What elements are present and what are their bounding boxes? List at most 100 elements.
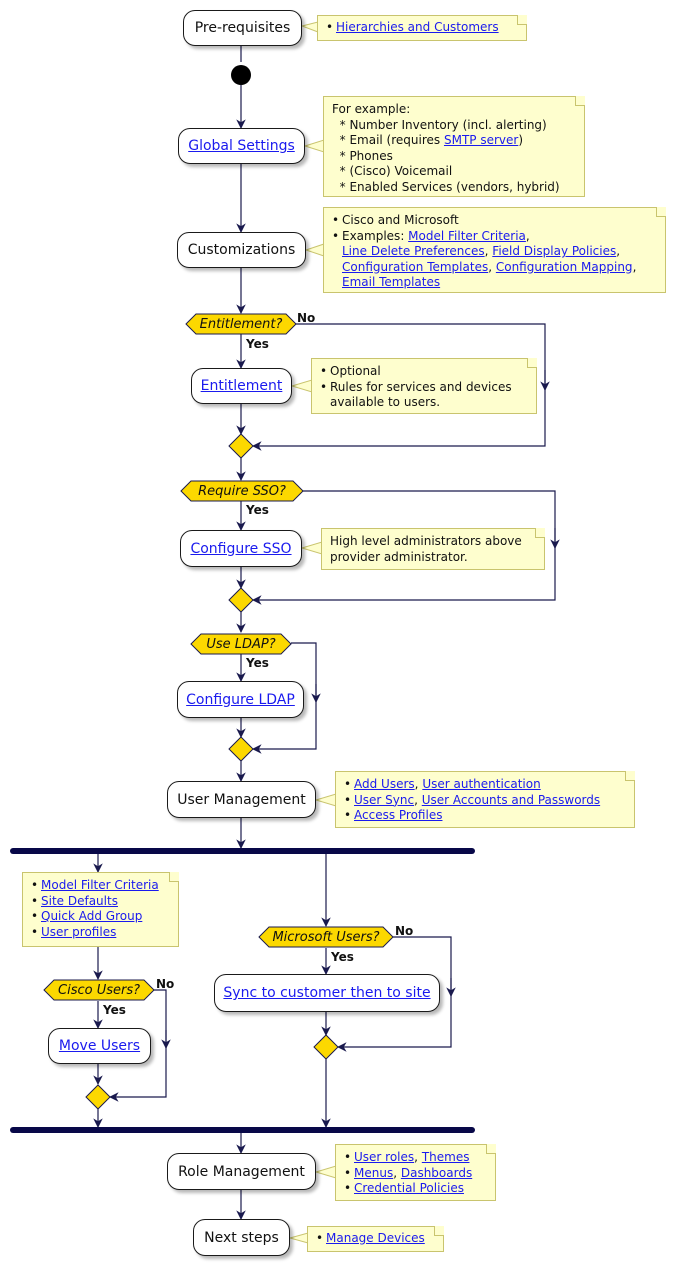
note-tail-prereq — [300, 21, 319, 33]
note-global-fold — [575, 96, 585, 106]
note-role-sep1: , — [414, 1150, 418, 1164]
decision-cisco-users: Cisco Users? — [58, 982, 140, 998]
note-custom-sep4: , — [488, 259, 493, 274]
left-model-filter-criteria-link[interactable]: Model Filter Criteria — [41, 878, 159, 892]
label-no-entitlement: No — [297, 311, 316, 325]
note-global-line3b: ) — [518, 133, 523, 147]
entitlement-link[interactable]: Entitlement — [200, 378, 283, 394]
user-sync-link[interactable]: User Sync — [354, 792, 415, 807]
configuration-mapping-link[interactable]: Configuration Mapping — [495, 259, 633, 274]
decision-microsoft-shape — [258, 926, 394, 948]
note-usermgmt-fold — [625, 771, 635, 781]
themes-link[interactable]: Themes — [421, 1150, 470, 1164]
decision-sso-shape — [180, 480, 304, 502]
global-settings-link[interactable]: Global Settings — [188, 138, 295, 154]
note-custom-item1: Cisco and Microsoft — [332, 213, 655, 229]
activity-customizations-label: Customizations — [187, 242, 296, 258]
note-entitlement-item2: Rules for services and devicesavailable … — [320, 380, 526, 411]
fork-bar — [10, 848, 475, 854]
menus-link[interactable]: Menus — [354, 1165, 394, 1180]
note-entitlement-fold — [527, 358, 537, 368]
note-global-line1: For example: — [332, 102, 411, 116]
configure-sso-link[interactable]: Configure SSO — [190, 540, 292, 557]
decision-cisco-shape — [43, 979, 155, 1001]
note-customizations: Cisco and Microsoft Examples: Model Filt… — [323, 207, 666, 293]
user-accounts-passwords-link[interactable]: User Accounts and Passwords — [421, 792, 601, 807]
note-custom-item2: Examples: Model Filter Criteria,Line Del… — [332, 229, 655, 291]
note-left-item2: Site Defaults — [31, 894, 168, 910]
access-profiles-link[interactable]: Access Profiles — [354, 808, 443, 822]
sync-customer-site-link[interactable]: Sync to customer then to site — [223, 985, 431, 1001]
note-tail-usermgmt — [314, 793, 337, 807]
hierarchies-customers-link[interactable]: Hierarchies and Customers — [336, 20, 499, 34]
dashboards-link[interactable]: Dashboards — [400, 1165, 473, 1180]
decision-entitlement-shape — [185, 313, 297, 335]
note-custom-sep1: , — [525, 228, 530, 243]
decision-entitlement: Entitlement? — [199, 316, 283, 332]
note-left-fold — [169, 872, 179, 882]
activity-next-steps: Next steps — [193, 1219, 290, 1256]
email-templates-link[interactable]: Email Templates — [342, 275, 441, 289]
note-role-fold — [486, 1144, 496, 1154]
activity-global-settings: Global Settings — [178, 128, 305, 164]
note-global-line5: * (Cisco) Voicemail — [332, 164, 453, 178]
site-defaults-link[interactable]: Site Defaults — [41, 893, 118, 908]
note-prereq-fold — [517, 15, 527, 25]
quick-add-group-link[interactable]: Quick Add Group — [41, 909, 143, 923]
note-global-line4: * Phones — [332, 148, 393, 163]
note-custom-examples: Examples: — [342, 228, 409, 243]
note-sso: High level administrators above provider… — [321, 528, 545, 570]
model-filter-criteria-link[interactable]: Model Filter Criteria — [408, 228, 526, 243]
manage-devices-link[interactable]: Manage Devices — [326, 1231, 425, 1245]
label-yes-entitlement: Yes — [246, 337, 269, 351]
note-global-line3: * Email (requires SMTP server) — [332, 133, 574, 149]
label-yes-microsoft: Yes — [331, 950, 354, 964]
merge-diamond-5 — [313, 1034, 339, 1060]
label-yes-ldap: Yes — [246, 656, 269, 670]
note-entitlement-line3: available to users. — [330, 395, 441, 409]
user-profiles-link[interactable]: User profiles — [41, 924, 117, 939]
note-user-management: Add Users, User authentication User Sync… — [335, 771, 635, 828]
line-delete-preferences-link[interactable]: Line Delete Preferences — [342, 244, 485, 258]
activity-configure-ldap: Configure LDAP — [177, 681, 304, 718]
note-global-settings: For example: * Number Inventory (incl. a… — [323, 96, 585, 197]
merge-diamond-1 — [228, 433, 254, 459]
merge-diamond-3 — [228, 736, 254, 762]
note-next-fold — [434, 1226, 444, 1236]
note-global-line6: * Enabled Services (vendors, hybrid) — [332, 179, 560, 194]
note-tail-custom — [304, 243, 325, 257]
activity-role-management: Role Management — [167, 1153, 316, 1190]
note-usermgmt-item1: Add Users, User authentication — [344, 777, 624, 793]
configure-ldap-link[interactable]: Configure LDAP — [186, 691, 295, 708]
move-users-link[interactable]: Move Users — [58, 1038, 141, 1054]
note-entitlement: Optional Rules for services and devicesa… — [311, 358, 537, 414]
join-bar — [10, 1127, 475, 1133]
activity-user-management-label: User Management — [177, 791, 306, 808]
credential-policies-link[interactable]: Credential Policies — [354, 1181, 464, 1195]
user-authentication-link[interactable]: User authentication — [422, 777, 541, 791]
note-global-line3a: * Email (requires — [332, 133, 444, 147]
activity-role-management-label: Role Management — [178, 1163, 305, 1180]
merge-diamond-2 — [228, 587, 254, 613]
add-users-link[interactable]: Add Users — [354, 777, 415, 791]
activity-sync-customer-site: Sync to customer then to site — [214, 974, 440, 1012]
activity-customizations: Customizations — [177, 232, 306, 268]
note-entitlement-line2: Rules for services and devices — [330, 379, 512, 394]
user-roles-link[interactable]: User roles — [354, 1150, 415, 1164]
note-left-item1: Model Filter Criteria — [31, 878, 168, 894]
field-display-policies-link[interactable]: Field Display Policies — [492, 244, 617, 258]
activity-user-management: User Management — [167, 781, 316, 818]
configuration-templates-link[interactable]: Configuration Templates — [342, 259, 489, 274]
note-role-item3: Credential Policies — [344, 1181, 485, 1197]
activity-configure-sso: Configure SSO — [180, 530, 302, 567]
note-custom-fold — [656, 207, 666, 217]
label-no-microsoft: No — [395, 924, 414, 938]
note-prereq: Hierarchies and Customers — [317, 15, 527, 41]
note-usermgmt-item2: User Sync, User Accounts and Passwords — [344, 793, 624, 809]
note-global-line2: * Number Inventory (incl. alerting) — [332, 117, 547, 132]
note-sso-line1: High level administrators above — [330, 534, 522, 548]
smtp-server-link[interactable]: SMTP server — [443, 133, 519, 147]
note-role-item1: User roles, Themes — [344, 1150, 485, 1166]
